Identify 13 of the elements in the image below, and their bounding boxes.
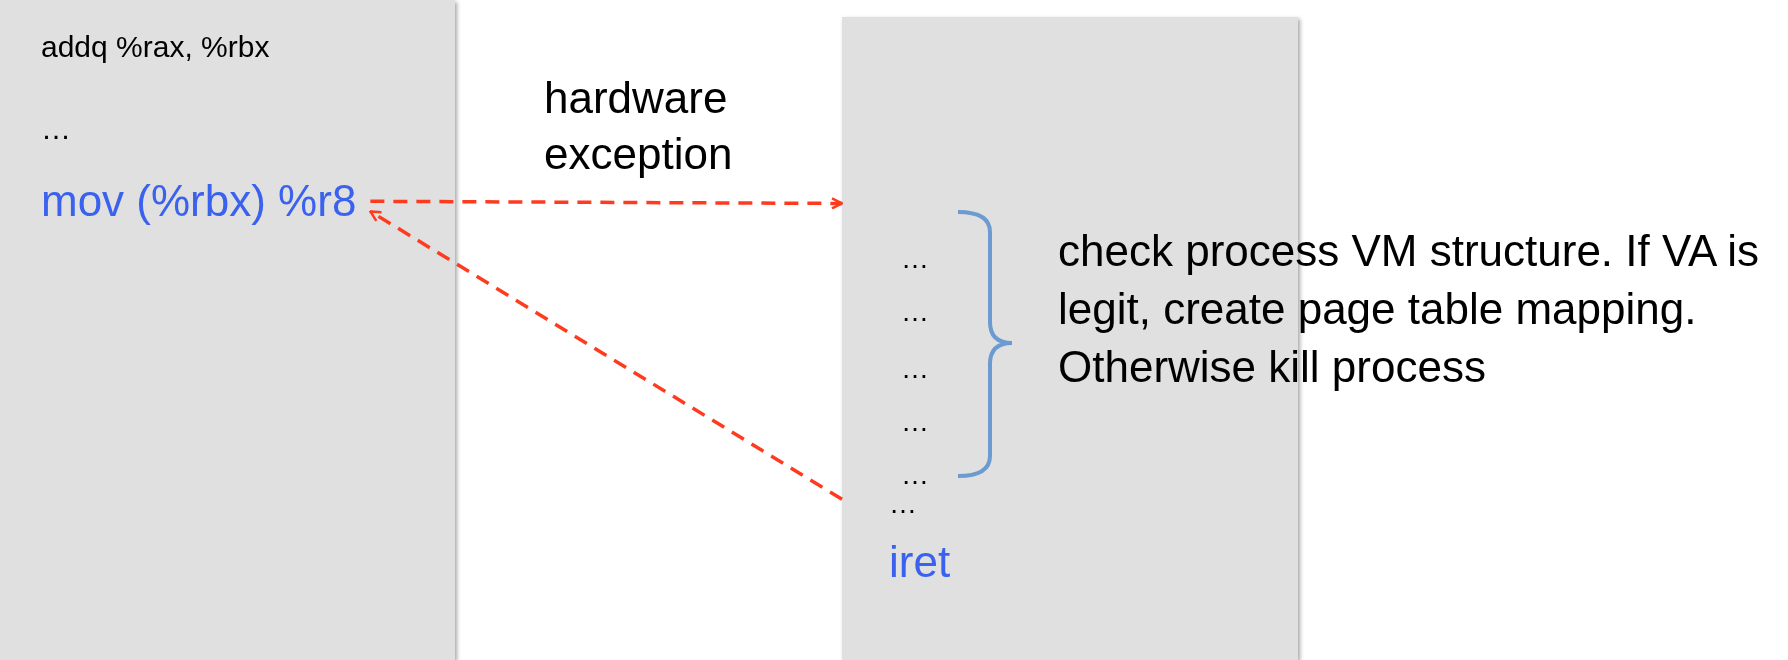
code-panel [0, 0, 455, 660]
code-line: addq %rax, %rbx [41, 30, 270, 65]
code-line: iret [889, 537, 951, 588]
ellipsis: … [901, 406, 929, 439]
ellipsis: … [41, 112, 71, 147]
ellipsis: … [901, 243, 929, 276]
dashed-arrow [369, 209, 843, 501]
ellipsis: … [901, 353, 929, 386]
note-text: check process VM structure. If VA is legit, create page table mapping. Otherwise kill process [1058, 225, 1760, 393]
ellipsis: … [901, 296, 929, 329]
edge-label: hardware exception [544, 72, 734, 180]
code-line: mov (%rbx) %r8 [41, 176, 357, 227]
dashed-arrow [370, 197, 844, 210]
